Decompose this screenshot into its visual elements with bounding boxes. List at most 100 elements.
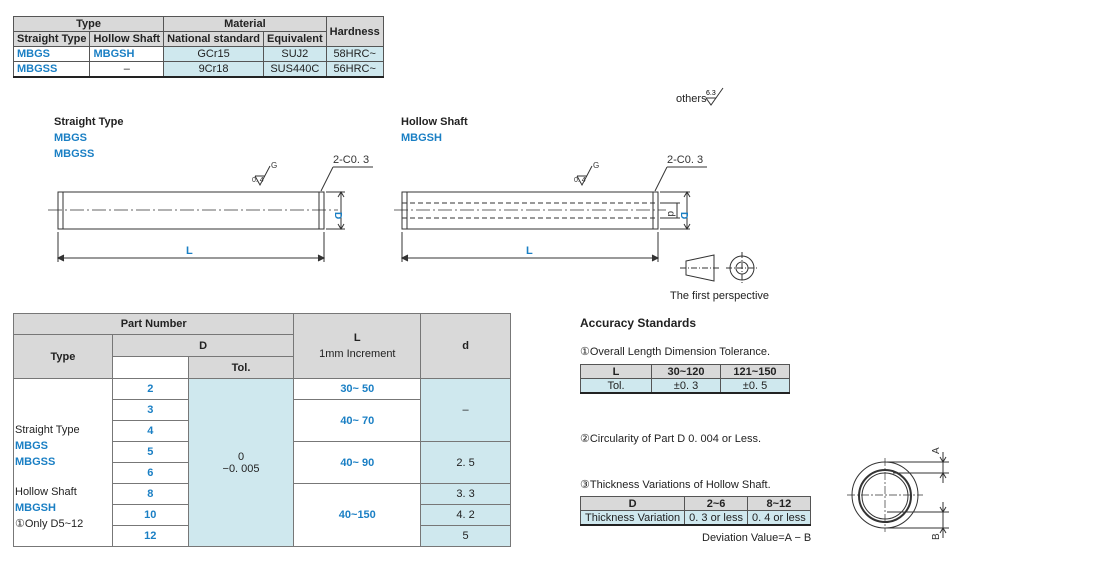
hollow-drawing-title: Hollow Shaft <box>401 116 468 128</box>
type-straight: Straight Type <box>15 424 80 436</box>
national-value: GCr15 <box>163 46 264 62</box>
accuracy-s3: ③Thickness Variations of Hollow Shaft. <box>580 479 771 491</box>
type-header: Type <box>13 334 113 379</box>
straight-code-1: MBGS <box>54 132 87 144</box>
D-value: 10 <box>111 504 189 526</box>
type-code-mbgsh: MBGSH <box>15 502 56 514</box>
national-standard-header: National standard <box>163 31 264 47</box>
type-note: ①Only D5~12 <box>15 518 84 530</box>
t3-header-range2: 8~12 <box>746 496 811 511</box>
tol-header: Tol. <box>187 356 295 379</box>
roughness-value: 0. 4 <box>574 177 586 184</box>
t1-tol-label: Tol. <box>580 378 652 394</box>
roughness-value: 0. 4 <box>252 177 264 184</box>
first-angle-projection-icon <box>680 252 758 284</box>
d-value: 2. 5 <box>420 441 511 484</box>
straight-type-header: Straight Type <box>12 31 91 47</box>
others-roughness-value: 6.3 <box>706 90 716 97</box>
perspective-label: The first perspective <box>670 290 770 302</box>
blank-header <box>112 356 189 379</box>
type-code-mbgs: MBGS <box>15 440 48 452</box>
tol-top: 0 <box>237 450 245 463</box>
L-header-label: L <box>353 332 361 344</box>
type-hollow: Hollow Shaft <box>15 486 77 498</box>
type-cell: Straight Type MBGS MBGSS Hollow Shaft MB… <box>13 378 113 547</box>
t3-value1: 0. 3 or less <box>684 510 748 526</box>
dim-D-label: D <box>332 212 343 219</box>
dim-L-label: L <box>526 245 533 257</box>
D-value: 12 <box>111 525 189 547</box>
L-value: 40~150 <box>293 483 422 547</box>
dim-d-label: d <box>665 211 676 217</box>
d-value: 4. 2 <box>420 504 511 526</box>
D-header: D <box>111 334 295 357</box>
chamfer-label: 2-C0. 3 <box>333 154 369 166</box>
hardness-value: 58HRC~ <box>325 46 384 62</box>
hardness-value: 56HRC~ <box>325 61 384 78</box>
deviation-note: Deviation Value=A − B <box>702 532 812 544</box>
d-value: 5 <box>420 525 511 547</box>
label-A: A <box>931 447 942 454</box>
D-value: 2 <box>111 378 189 400</box>
table-row: MBGS MBGSH GCr15 SUJ2 58HRC~ <box>12 46 384 62</box>
length-tolerance-table: L 30~120 121~150 Tol. ±0. 3 ±0. 5 <box>580 364 790 394</box>
hollow-code: – <box>89 61 165 78</box>
d-value: 3. 3 <box>420 483 511 505</box>
hollow-shaft-drawing: L D d 2-C0. 3 0. 4 G <box>394 154 707 262</box>
hollow-code: MBGSH <box>401 132 442 144</box>
tol-cell: 0 −0. 005 <box>187 378 295 547</box>
D-value: 6 <box>111 462 189 484</box>
label-B: B <box>931 533 942 540</box>
national-value: 9Cr18 <box>163 61 264 78</box>
roughness-g: G <box>271 161 277 170</box>
tol-bottom: −0. 005 <box>222 462 260 475</box>
straight-code-2: MBGSS <box>54 148 95 160</box>
part-number-table: Part Number L 1mm Increment d Type D Tol… <box>12 313 511 547</box>
t3-label: Thickness Variation <box>579 510 686 526</box>
straight-code: MBGS <box>12 46 91 62</box>
t3-header-range1: 2~6 <box>684 496 748 511</box>
L-header: L 1mm Increment <box>293 313 422 379</box>
material-table: Type Material Hardness Straight Type Hol… <box>12 16 384 78</box>
D-value: 4 <box>111 420 189 442</box>
dim-L-label: L <box>186 245 193 257</box>
material-header: Material <box>163 16 327 32</box>
D-value: 3 <box>111 399 189 421</box>
type-code-mbgss: MBGSS <box>15 456 56 468</box>
accuracy-s2: ②Circularity of Part D 0. 004 or Less. <box>580 433 762 445</box>
d-value: – <box>420 378 511 442</box>
accuracy-title: Accuracy Standards <box>580 316 697 330</box>
D-value: 8 <box>111 483 189 505</box>
L-value: 30~ 50 <box>293 378 422 400</box>
roughness-symbol-icon: 6.3 <box>705 87 724 106</box>
others-label: others <box>676 93 707 105</box>
t1-tol-value1: ±0. 3 <box>651 378 721 394</box>
dim-D-label: D <box>678 212 689 219</box>
thickness-variation-table: D 2~6 8~12 Thickness Variation 0. 3 or l… <box>579 496 811 526</box>
d-header: d <box>420 313 511 379</box>
t1-header-range2: 121~150 <box>720 364 790 379</box>
t1-header-range1: 30~120 <box>651 364 721 379</box>
roughness-g: G <box>593 161 599 170</box>
D-value: 5 <box>111 441 189 463</box>
thickness-variation-diagram: A B <box>847 447 949 540</box>
straight-drawing-title: Straight Type <box>54 116 124 128</box>
t1-header-L: L <box>580 364 652 379</box>
chamfer-label: 2-C0. 3 <box>667 154 703 166</box>
L-value: 40~ 90 <box>293 441 422 484</box>
hollow-code: MBGSH <box>89 46 165 62</box>
accuracy-s1: ①Overall Length Dimension Tolerance. <box>580 346 771 358</box>
straight-shaft-drawing: L D 2-C0. 3 0. 4 G <box>48 154 373 262</box>
hardness-header: Hardness <box>325 16 384 47</box>
type-header: Type <box>12 16 165 32</box>
t1-tol-value2: ±0. 5 <box>720 378 790 394</box>
straight-code: MBGSS <box>12 61 91 78</box>
equivalent-value: SUS440C <box>263 61 327 78</box>
table-row: MBGSS – 9Cr18 SUS440C 56HRC~ <box>12 61 384 78</box>
L-increment-label: 1mm Increment <box>319 348 396 360</box>
t3-value2: 0. 4 or less <box>746 510 811 526</box>
equivalent-header: Equivalent <box>263 31 327 47</box>
L-value: 40~ 70 <box>293 399 422 442</box>
type-spacer <box>15 470 110 484</box>
equivalent-value: SUJ2 <box>263 46 327 62</box>
